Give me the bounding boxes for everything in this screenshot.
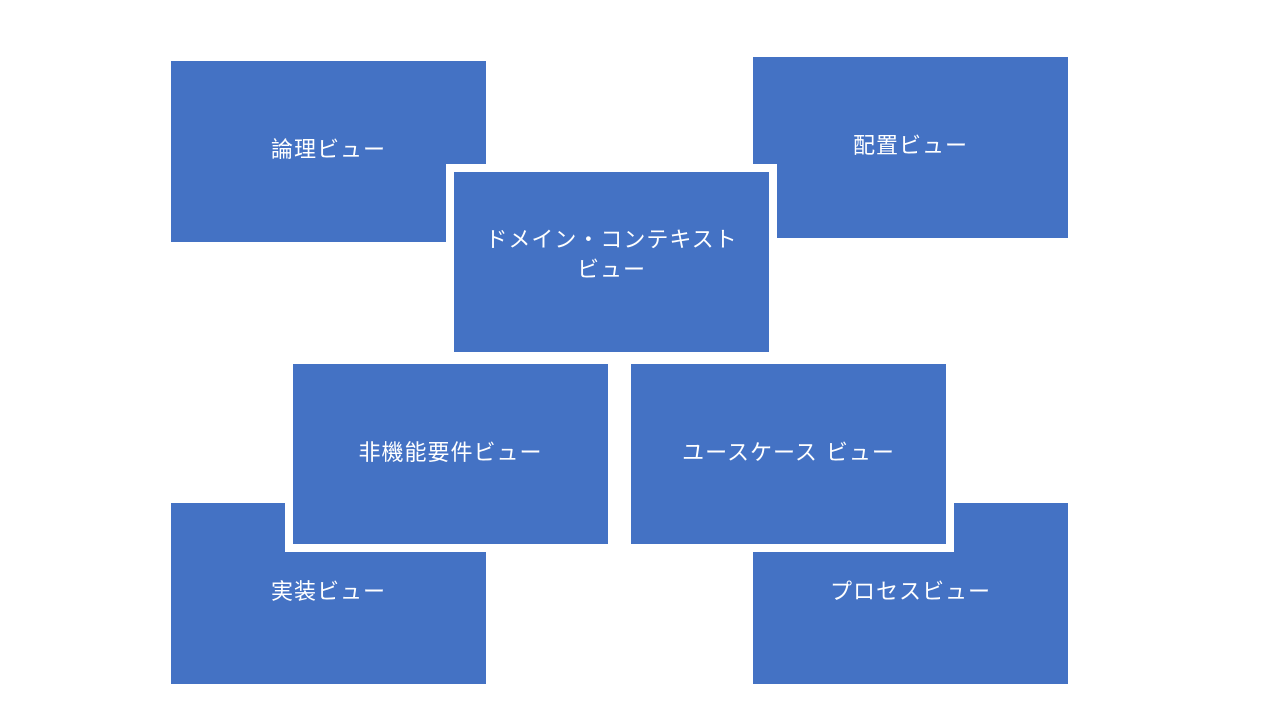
implementation-view-label: 実装ビュー: [270, 579, 386, 605]
deployment-view-label: 配置ビュー: [852, 133, 968, 159]
logical-view-box: 論理ビュー: [171, 61, 486, 242]
domain-context-view-box: ドメイン・コンテキスト ビュー: [446, 164, 777, 360]
non-functional-view-box: 非機能要件ビュー: [285, 356, 616, 552]
non-functional-view-label: 非機能要件ビュー: [358, 441, 543, 466]
use-case-view-label: ユースケース ビュー: [682, 441, 895, 466]
logical-view-label: 論理ビュー: [270, 137, 386, 163]
domain-context-view-label: ドメイン・コンテキスト ビュー: [485, 226, 737, 298]
deployment-view-box: 配置ビュー: [753, 57, 1068, 238]
domain-context-view-label-line2: ビュー: [576, 258, 646, 283]
domain-context-view-label-line1: ドメイン・コンテキスト: [485, 228, 738, 253]
use-case-view-box: ユースケース ビュー: [623, 356, 954, 552]
process-view-label: プロセスビュー: [829, 579, 991, 605]
